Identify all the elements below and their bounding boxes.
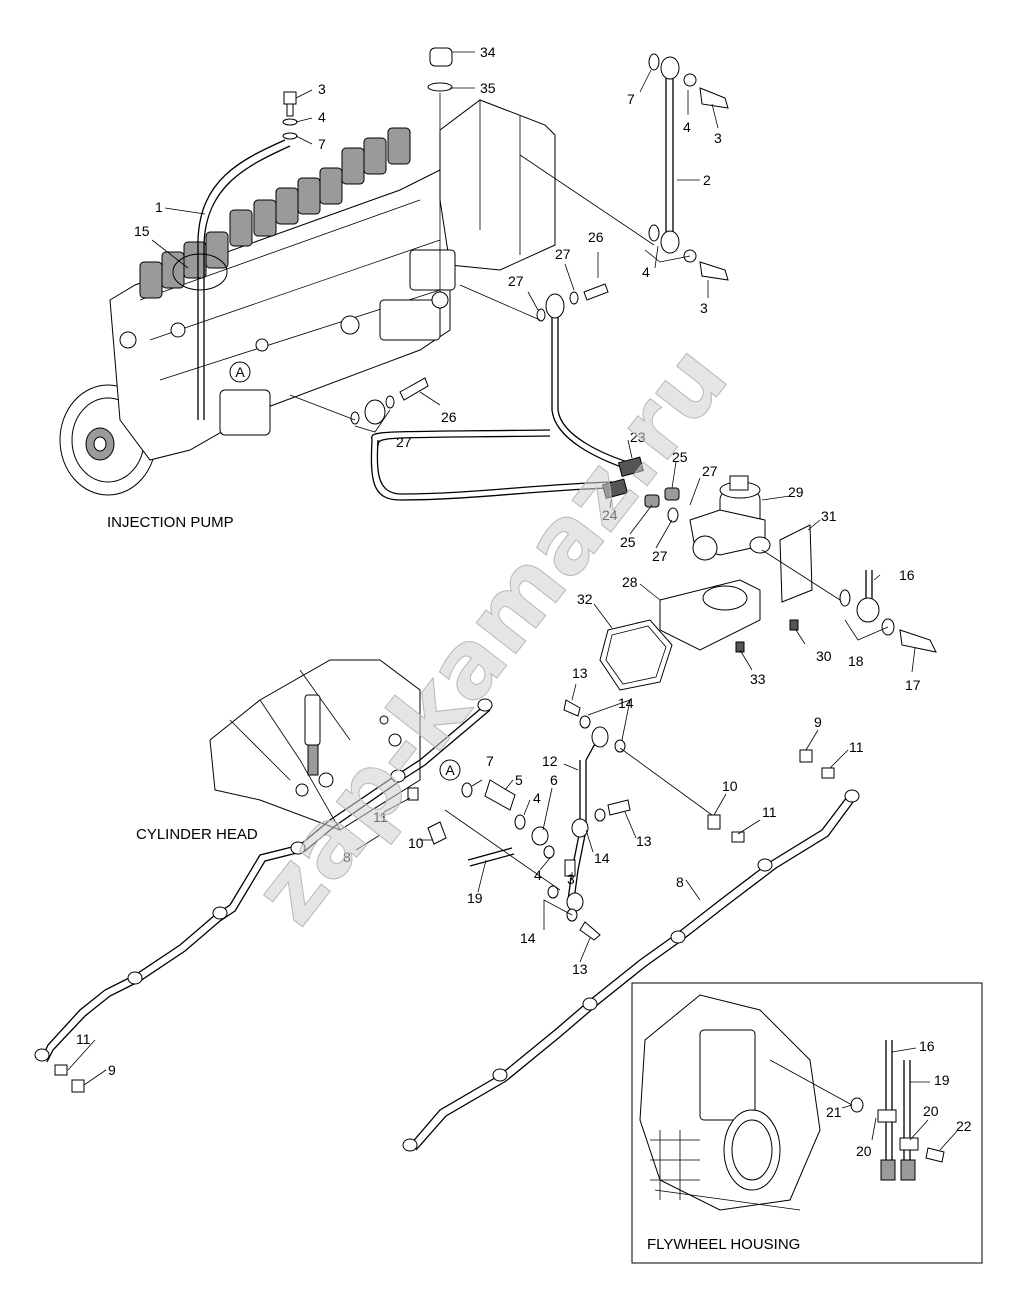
- callout-9: 9: [814, 714, 822, 730]
- callout-7: 7: [627, 91, 635, 107]
- callout-3: 3: [318, 81, 326, 97]
- callout-11: 11: [762, 804, 777, 820]
- callout-34: 34: [480, 44, 496, 60]
- callout-13: 13: [636, 833, 652, 849]
- section-title-cylinder-head: CYLINDER HEAD: [136, 826, 258, 843]
- callout-4: 4: [683, 119, 691, 135]
- fuel-pipes-23-24: [289, 283, 645, 501]
- callout-3: 3: [714, 130, 722, 146]
- pipe-2-assembly: [519, 53, 729, 281]
- callout-16: 16: [899, 567, 915, 583]
- callout-20: 20: [923, 1103, 939, 1119]
- callout-27: 27: [508, 273, 524, 289]
- callout-25: 25: [620, 534, 636, 550]
- section-title-injection-pump: INJECTION PUMP: [107, 514, 234, 531]
- callout-25: 25: [672, 449, 688, 465]
- callout-29: 29: [788, 484, 804, 500]
- callout-11: 11: [849, 739, 864, 755]
- callout-11: 11: [76, 1031, 91, 1047]
- callout-17: 17: [905, 677, 921, 693]
- callout-22: 22: [956, 1118, 972, 1134]
- priming-pump-assembly: [599, 475, 813, 691]
- callout-1: 1: [155, 199, 163, 215]
- flywheel-housing-inset: [631, 982, 983, 1264]
- callout-5: 5: [515, 772, 523, 788]
- callout-13: 13: [572, 665, 588, 681]
- callout-16: 16: [919, 1038, 935, 1054]
- callout-4: 4: [533, 790, 541, 806]
- callout-27: 27: [396, 434, 412, 450]
- callout-20: 20: [856, 1143, 872, 1159]
- section-title-flywheel-housing: FLYWHEEL HOUSING: [647, 1236, 800, 1253]
- callout-33: 33: [750, 671, 766, 687]
- callout-14: 14: [618, 695, 634, 711]
- callout-12: 12: [542, 753, 558, 769]
- centre-fitting-assembly: [444, 699, 631, 941]
- callout-7: 7: [318, 136, 326, 152]
- callout-4: 4: [642, 264, 650, 280]
- leak-off-pipe-left: [34, 698, 493, 1093]
- callout-labels: 34 35 3 4 7 1 15 7 4 3 2 4 3 27 26 27 26…: [76, 44, 972, 1159]
- callout-10: 10: [408, 835, 424, 851]
- injection-pump-assembly: [59, 47, 556, 496]
- marker-a-2-label: A: [445, 762, 455, 778]
- callout-26: 26: [588, 229, 604, 245]
- callout-15: 15: [134, 223, 150, 239]
- callout-27: 27: [555, 246, 571, 262]
- callout-4: 4: [534, 867, 542, 883]
- callout-27: 27: [702, 463, 718, 479]
- callout-10: 10: [722, 778, 738, 794]
- callout-14: 14: [594, 850, 610, 866]
- callout-9: 9: [108, 1062, 116, 1078]
- callout-2: 2: [703, 172, 711, 188]
- callout-26: 26: [441, 409, 457, 425]
- callout-19: 19: [934, 1072, 950, 1088]
- callout-18: 18: [848, 653, 864, 669]
- callout-11: 11: [373, 809, 388, 825]
- callout-7: 7: [486, 753, 494, 769]
- marker-a-1: A: [229, 361, 251, 383]
- fitting-16-17-18: [761, 549, 937, 653]
- callout-28: 28: [622, 574, 638, 590]
- callout-24: 24: [602, 507, 618, 523]
- callout-4: 4: [318, 109, 326, 125]
- callout-3: 3: [567, 871, 575, 887]
- marker-a-1-label: A: [235, 364, 245, 380]
- callout-8: 8: [676, 874, 684, 890]
- marker-a-2: A: [439, 759, 461, 781]
- callout-35: 35: [480, 80, 496, 96]
- callout-32: 32: [577, 591, 593, 607]
- callout-19: 19: [467, 890, 483, 906]
- callout-27: 27: [652, 548, 668, 564]
- callout-6: 6: [550, 772, 558, 788]
- callout-23: 23: [630, 429, 646, 445]
- leak-off-pipe-right: [402, 747, 860, 1152]
- cylinder-head-assembly: [209, 659, 421, 831]
- callout-3: 3: [700, 300, 708, 316]
- callout-13: 13: [572, 961, 588, 977]
- callout-30: 30: [816, 648, 832, 664]
- callout-21: 21: [826, 1104, 842, 1120]
- callout-14: 14: [520, 930, 536, 946]
- callout-31: 31: [821, 508, 837, 524]
- leader-lines: [67, 51, 959, 1151]
- callout-8: 8: [343, 849, 351, 865]
